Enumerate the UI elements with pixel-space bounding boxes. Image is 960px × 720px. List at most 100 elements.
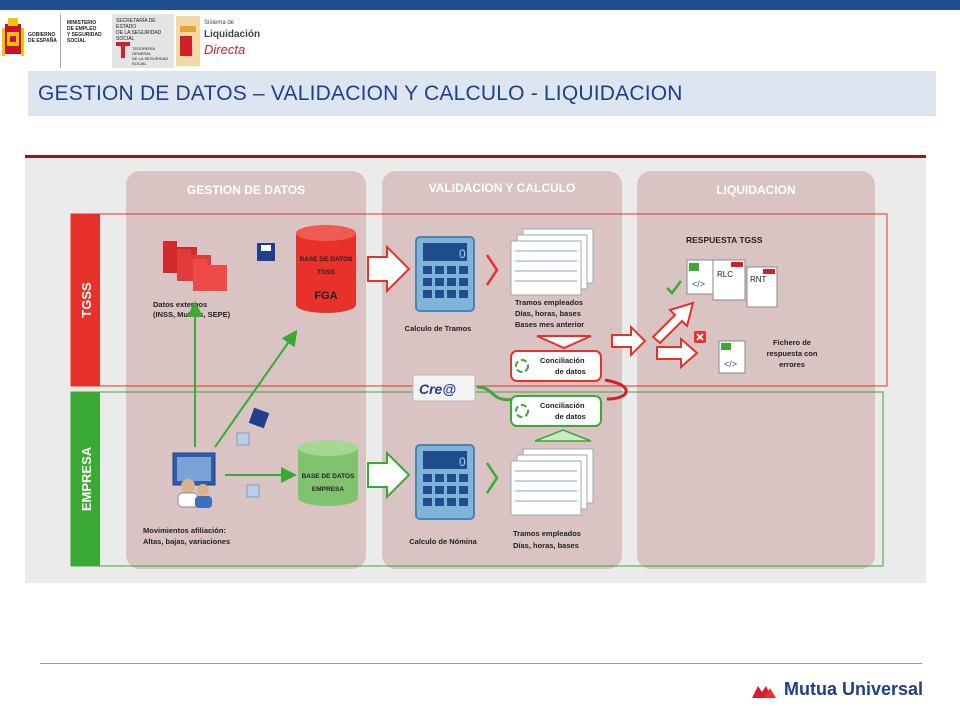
- bd-emp-label-2: EMPRESA: [312, 486, 344, 493]
- arrow-to-respuesta: [651, 301, 695, 345]
- svg-text:</>: </>: [692, 279, 705, 289]
- sld-line-2: Liquidación: [204, 29, 261, 40]
- movimientos-line-1: Movimientos afiliación:: [143, 526, 226, 535]
- movimientos-line-2: Altas, bajas, variaciones: [143, 537, 230, 546]
- ministerio-logo: MINISTERIO DE EMPLEO Y SEGURIDAD SOCIAL: [60, 14, 113, 68]
- column-label-liquidacion: LIQUIDACION: [716, 183, 795, 197]
- tramos-emp-line-1: Tramos empleados: [513, 529, 581, 538]
- conciliacion-2-line-2: de datos: [555, 412, 586, 421]
- conciliacion-2-line-1: Conciliación: [540, 401, 585, 410]
- conciliacion-box-tgss: [510, 350, 602, 382]
- transfer-icon-1: [236, 432, 250, 446]
- svg-text:0: 0: [459, 247, 466, 261]
- users-monitor-icon: [172, 452, 216, 508]
- datos-externos-sub: (INSS, Mutuas, SEPE): [153, 310, 231, 319]
- conciliacion-1-line-2: de datos: [555, 367, 586, 376]
- crea-logo: Cre@: [412, 374, 476, 402]
- gov-line-2: DE ESPAÑA: [28, 38, 57, 44]
- checkmark-icon: [666, 280, 682, 295]
- arrow-to-liquidacion: [611, 324, 647, 358]
- tgss-line-2: DE LA SEGURIDAD SOCIAL: [132, 56, 169, 66]
- row-label-tgss-bar: [71, 214, 100, 386]
- fichero-line-1: Fichero de: [773, 338, 811, 347]
- tgss-mark-icon: [116, 42, 130, 58]
- min-line-3: Y SEGURIDAD SOCIAL: [67, 32, 102, 44]
- bd-tgss-label-1: BASE DE DATOS: [300, 256, 354, 263]
- xml-file-icon: </>: [686, 259, 714, 295]
- datos-externos-label: Datos externos: [153, 300, 207, 309]
- database-empresa-icon: [298, 440, 358, 506]
- page-title: GESTION DE DATOS – VALIDACION Y CALCULO …: [38, 82, 683, 105]
- crea-label: Cre@: [419, 381, 456, 397]
- tramos-emp-line-2: Días, horas, bases: [513, 541, 579, 550]
- svg-text:</>: </>: [724, 359, 737, 369]
- transfer-icon-2: [246, 484, 260, 498]
- rnt-label: RNT: [750, 275, 767, 284]
- min-line-2: DE EMPLEO: [67, 26, 97, 32]
- gobierno-logo: GOBIERNO DE ESPAÑA: [2, 14, 60, 68]
- column-label-gestion: GESTION DE DATOS: [187, 183, 305, 197]
- arrow-users-to-bd-tgss: [214, 329, 298, 448]
- arrow-to-errores: [656, 336, 699, 370]
- diagram-top-rule: [25, 155, 926, 158]
- arrow-down-to-conciliacion: [536, 335, 592, 350]
- row-label-empresa: EMPRESA: [79, 446, 94, 511]
- sld-line-3: Directa: [204, 42, 246, 57]
- min-line-1: MINISTERIO: [67, 20, 97, 26]
- fga-label: FGA: [314, 290, 337, 302]
- row-label-tgss: TGSS: [79, 282, 94, 318]
- column-label-validacion: VALIDACION Y CALCULO: [429, 181, 576, 195]
- arrow-conc-red: [604, 378, 628, 401]
- respuesta-tgss-label: RESPUESTA TGSS: [686, 235, 763, 245]
- tgss-line-1: TESORERÍA GENERAL: [132, 46, 155, 56]
- sld-emblem-icon: [176, 16, 200, 66]
- floppy-disk-icon: [257, 243, 275, 261]
- calc-nomina-label: Calculo de Nómina: [409, 537, 477, 546]
- tramos-tgss-documents-icon: [510, 228, 594, 296]
- refresh-icon-2: [515, 404, 529, 418]
- conciliacion-1-line-1: Conciliación: [540, 356, 585, 365]
- rnt-document-icon: RNT: [746, 266, 778, 308]
- chevron-empresa-icon: [485, 462, 499, 494]
- svg-text:0: 0: [459, 455, 466, 469]
- calc-tramos-label: Calculo de Tramos: [405, 324, 472, 333]
- bd-emp-label-1: BASE DE DATOS: [302, 473, 356, 480]
- fichero-line-2: respuesta con: [767, 349, 818, 358]
- arrow-empresa-to-calc: [367, 450, 411, 500]
- database-tgss-icon: [296, 225, 356, 313]
- error-x-icon: [694, 331, 706, 343]
- coat-of-arms-icon: [2, 18, 24, 56]
- fichero-line-3: errores: [779, 360, 805, 369]
- bd-tgss-label-2: TGSS: [317, 269, 335, 276]
- tramos-empresa-documents-icon: [510, 448, 594, 516]
- sld-line-1: Sistema de: [204, 20, 235, 26]
- arrow-conc-green: [476, 385, 514, 402]
- tramos-tgss-line-2: Días, horas, bases: [515, 309, 581, 318]
- refresh-icon: [515, 359, 529, 373]
- header-logos: GOBIERNO DE ESPAÑA MINISTERIO DE EMPLEO …: [0, 10, 960, 68]
- mutua-mark-icon: [752, 686, 776, 698]
- footer-divider: [40, 663, 922, 664]
- secretaria-logo: SECRETARÍA DE ESTADO DE LA SEGURIDAD SOC…: [112, 14, 174, 68]
- rlc-document-icon: RLC: [712, 259, 746, 301]
- diagram-canvas: GESTION DE DATOS VALIDACION Y CALCULO LI…: [70, 171, 888, 569]
- top-accent-bar: [0, 0, 960, 10]
- process-diagram: GESTION DE DATOS VALIDACION Y CALCULO LI…: [25, 155, 926, 583]
- sec-line-2: DE LA SEGURIDAD SOCIAL: [116, 30, 162, 42]
- rlc-label: RLC: [717, 270, 733, 279]
- calculator-tramos-icon: 0: [415, 236, 475, 312]
- tramos-tgss-line-3: Bases mes anterior: [515, 320, 584, 329]
- title-band: GESTION DE DATOS – VALIDACION Y CALCULO …: [28, 71, 936, 116]
- tramos-tgss-line-1: Tramos empleados: [515, 298, 583, 307]
- chevron-tgss-icon: [485, 254, 499, 286]
- floppy-disk-icon-2: [248, 407, 270, 429]
- arrow-up-to-conciliacion: [534, 429, 592, 442]
- arrow-tgss-to-calc: [367, 244, 411, 294]
- calculator-nomina-icon: 0: [415, 444, 475, 520]
- brand-name: Mutua Universal: [784, 679, 924, 699]
- sec-line-1: SECRETARÍA DE ESTADO: [116, 18, 156, 30]
- column-liquidacion: [637, 171, 875, 569]
- sistema-liquidacion-logo: Sistema de Liquidación Directa: [174, 14, 260, 68]
- conciliacion-box-empresa: [510, 395, 602, 427]
- error-xml-file-icon: </>: [718, 340, 746, 374]
